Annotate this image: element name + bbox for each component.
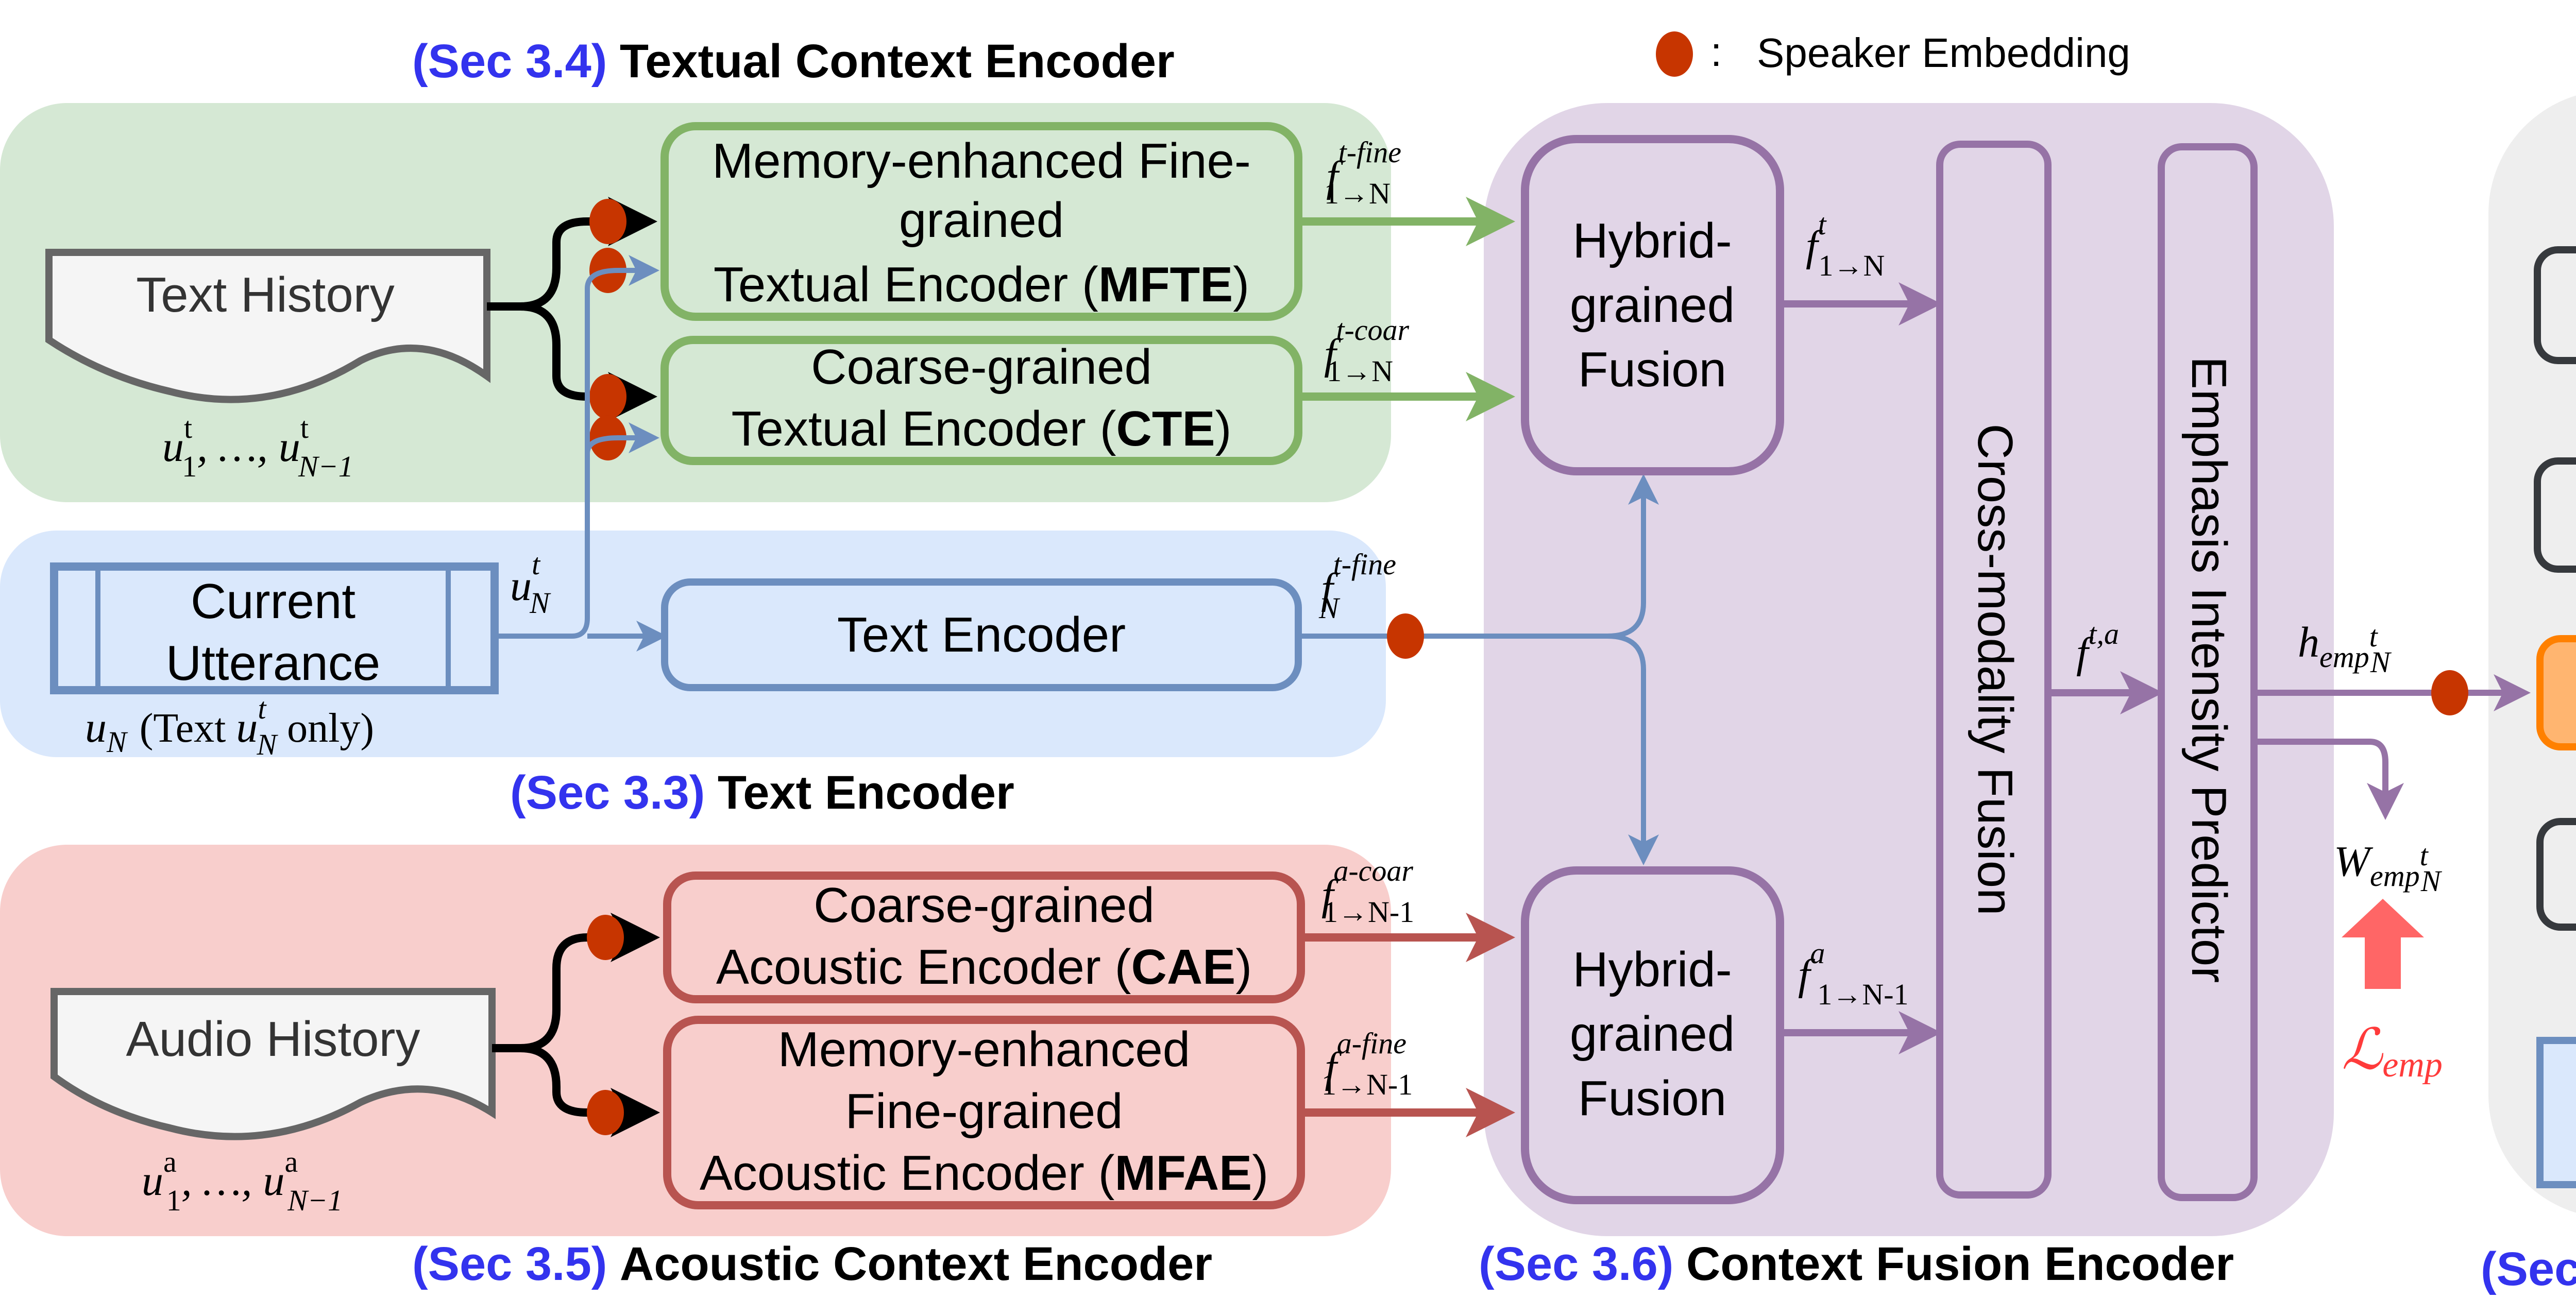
hybrid-fusion-top-box: Hybrid- grained Fusion: [1521, 135, 1784, 475]
text-history-label: Text History: [136, 267, 394, 322]
cte-box: Coarse-grained Textual Encoder (CTE): [660, 336, 1302, 465]
audio-history-label: Audio History: [126, 1012, 420, 1067]
section-title-textual: (Sec 3.4) Textual Context Encoder: [412, 35, 1175, 88]
svg-text:Acoustic Encoder (CAE): Acoustic Encoder (CAE): [716, 939, 1252, 995]
speaker-embedding-dot-icon: [589, 199, 626, 244]
tts-encoder-box: TTS Encoder: [2536, 818, 2576, 931]
svg-text:Fine-grained: Fine-grained: [845, 1084, 1123, 1139]
section-ref: (Sec 3.6): [1479, 1238, 1673, 1290]
section-name: Text Encoder: [718, 766, 1014, 819]
svg-text:Emphasis Intensity Predictor: Emphasis Intensity Predictor: [2181, 356, 2236, 983]
svg-text:Hybrid-: Hybrid-: [1572, 213, 1732, 268]
emphasis-regulator-box: Emphasis Regulator: [2536, 635, 2576, 750]
svg-text:Coarse-grained: Coarse-grained: [811, 339, 1152, 395]
cross-modality-fusion-box: Cross-modality Fusion: [1936, 141, 2052, 1199]
section-ref: (Sec 3.4): [412, 35, 607, 88]
svg-text:Utterance: Utterance: [166, 636, 380, 691]
svg-text:Fusion: Fusion: [1578, 342, 1726, 397]
current-utterance-box: Current Utterance: [50, 562, 499, 694]
section-title-fusion: (Sec 3.6) Context Fusion Encoder: [1479, 1238, 2234, 1290]
svg-text:Current: Current: [191, 574, 355, 629]
legend-label: Speaker Embedding: [1757, 30, 2130, 76]
synth-current-utterance-box: Current Utterance: [2536, 1037, 2576, 1188]
vocoder-box: Vocoder: [2534, 246, 2576, 364]
predictor-w-output-arrow: [2254, 739, 2404, 820]
acoustic-decoder-box: Acoustic Decoder: [2534, 457, 2576, 573]
section-name: Context Fusion Encoder: [1686, 1238, 2234, 1290]
audio-branch-connector: [492, 933, 649, 1117]
svg-text:Fusion: Fusion: [1578, 1071, 1726, 1126]
svg-text:Textual Encoder (MFTE): Textual Encoder (MFTE): [714, 257, 1249, 312]
mfte-box: Memory-enhanced Fine- grained Textual En…: [660, 122, 1302, 321]
current-utterance-up-connector: [495, 268, 652, 639]
section-name: Textual Context Encoder: [620, 35, 1175, 88]
svg-text:Memory-enhanced Fine-: Memory-enhanced Fine-: [712, 133, 1251, 189]
svg-text:grained: grained: [899, 193, 1064, 248]
history-branch-connector: [487, 217, 649, 397]
emphasis-intensity-predictor-box: Emphasis Intensity Predictor: [2158, 143, 2258, 1201]
speaker-embedding-dot-icon: [1656, 31, 1693, 77]
text-history-doc: Text History: [45, 249, 490, 403]
section-name: Acoustic Context Encoder: [620, 1238, 1212, 1290]
speaker-embedding-dot-icon: [587, 915, 624, 960]
section-ref: (Sec 3.5): [412, 1238, 607, 1290]
svg-text:grained: grained: [1570, 1006, 1735, 1062]
section-title-text-encoder: (Sec 3.3) Text Encoder: [510, 766, 1014, 819]
speaker-embedding-dot-icon: [587, 1090, 624, 1135]
section-ref: (Sec 3.7): [2481, 1243, 2576, 1295]
speech-synth-panel: [2488, 95, 2576, 1213]
speaker-embedding-dot-icon: [589, 374, 626, 419]
svg-text:Memory-enhanced: Memory-enhanced: [778, 1022, 1190, 1077]
emphasis-loss-arrow-icon: [2342, 899, 2424, 989]
cae-box: Coarse-grained Acoustic Encoder (CAE): [663, 871, 1305, 1003]
svg-text:Coarse-grained: Coarse-grained: [814, 878, 1155, 933]
legend-separator: :: [1710, 29, 1722, 75]
legend: : Speaker Embedding: [1656, 29, 2130, 77]
audio-history-doc: Audio History: [50, 988, 496, 1140]
hybrid-fusion-bottom-box: Hybrid- grained Fusion: [1521, 866, 1784, 1204]
section-ref: (Sec 3.3): [510, 766, 705, 819]
emphasis-loss-label: ℒemp: [2342, 1018, 2443, 1085]
text-encoder-box: Text Encoder: [661, 578, 1302, 691]
svg-text:Cross-modality Fusion: Cross-modality Fusion: [1968, 424, 2023, 916]
svg-text:Hybrid-: Hybrid-: [1572, 942, 1732, 997]
speaker-embedding-dot-icon: [1387, 613, 1424, 659]
svg-text:Acoustic Encoder (MFAE): Acoustic Encoder (MFAE): [700, 1146, 1268, 1201]
svg-text:Text Encoder: Text Encoder: [837, 607, 1126, 662]
speaker-embedding-dot-icon: [2431, 670, 2468, 715]
mfae-box: Memory-enhanced Fine-grained Acoustic En…: [663, 1016, 1305, 1209]
svg-text:grained: grained: [1570, 278, 1735, 333]
section-title-synth: (Sec 3.7) Speech Synthesizer: [2481, 1243, 2576, 1295]
svg-text:Emphasis Regulator: Emphasis Regulator: [2575, 666, 2576, 722]
svg-text:Textual Encoder (CTE): Textual Encoder (CTE): [731, 401, 1231, 456]
section-title-acoustic: (Sec 3.5) Acoustic Context Encoder: [412, 1238, 1212, 1290]
